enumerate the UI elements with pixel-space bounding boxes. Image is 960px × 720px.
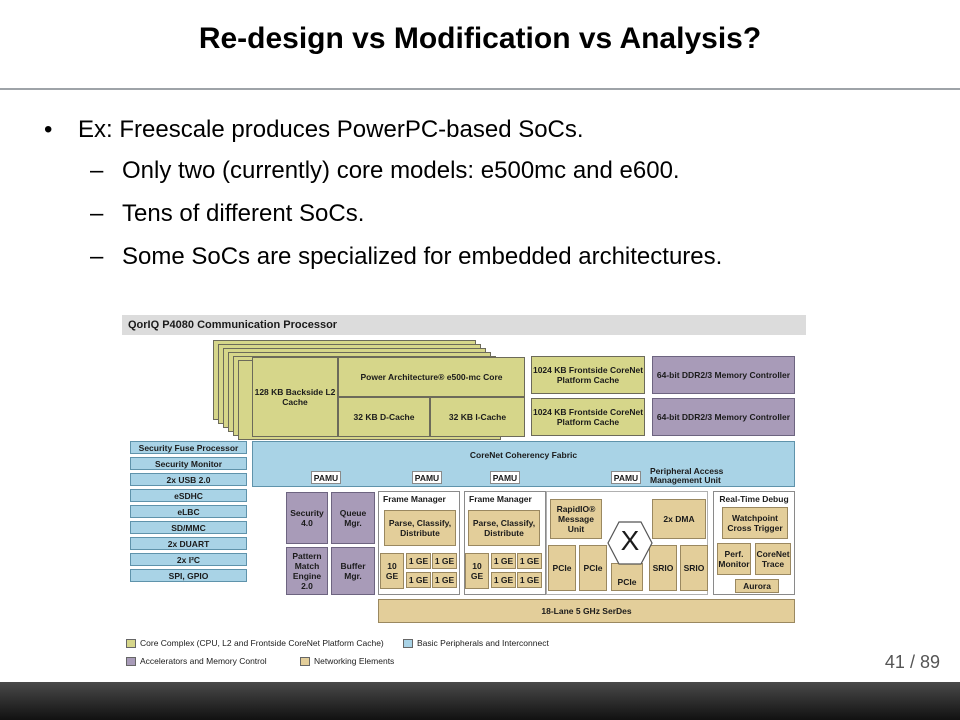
legend-label: Accelerators and Memory Control [140,656,267,666]
pcie-1: PCIe [548,545,576,591]
pamu-box: PAMU [490,471,520,484]
peripheral-item: Security Fuse Processor [130,441,247,454]
ten-ge-1: 10 GE [380,553,404,589]
pattern-match-engine: Pattern Match Engine 2.0 [286,547,328,595]
sub-bullet-3: Some SoCs are specialized for embedded a… [122,243,723,270]
peripheral-item: 2x DUART [130,537,247,550]
parse-classify-2: Parse, Classify, Distribute [468,510,540,546]
peripheral-item: eSDHC [130,489,247,502]
e500mc-core: Power Architecture® e500-mc Core [338,357,525,397]
dash-marker: – [90,200,104,227]
one-ge: 1 GE [432,553,457,569]
parse-classify-1: Parse, Classify, Distribute [384,510,456,546]
memory-controller-1: 64-bit DDR2/3 Memory Controller [652,356,795,394]
corenet-trace: CoreNet Trace [755,543,791,575]
page-current: 41 [884,652,905,672]
memory-controller-2: 64-bit DDR2/3 Memory Controller [652,398,795,436]
peripheral-item: Security Monitor [130,457,247,470]
slide-title: Re-design vs Modification vs Analysis? [198,22,762,55]
bullet-dot: • [44,116,53,143]
one-ge: 1 GE [517,572,542,588]
main-bullet: Ex: Freescale produces PowerPC-based SoC… [78,116,584,143]
legend-swatch [126,639,136,648]
legend-swatch [403,639,413,648]
peripheral-item: 2x USB 2.0 [130,473,247,486]
block-diagram: QorIQ P4080 Communication Processor 128 … [118,313,808,680]
legend-swatch [126,657,136,666]
legend-swatch [300,657,310,666]
pamu-box: PAMU [311,471,341,484]
sub-bullet-1: Only two (currently) core models: e500mc… [122,157,680,184]
one-ge: 1 GE [406,572,431,588]
platform-cache-2: 1024 KB Frontside CoreNet Platform Cache [531,398,645,436]
pamu-box: PAMU [412,471,442,484]
i-cache: 32 KB I-Cache [430,397,525,437]
legend-label: Basic Peripherals and Interconnect [417,638,549,648]
aurora: Aurora [735,579,779,593]
page-number: 41 / 89 [885,652,940,673]
one-ge: 1 GE [491,553,516,569]
page-total: 89 [919,652,940,672]
rapidio-message-unit: RapidIO® Message Unit [550,499,602,539]
queue-manager: Queue Mgr. [331,492,375,544]
crossbar-hexagon [607,521,653,565]
page-separator: / [909,652,915,672]
one-ge: 1 GE [517,553,542,569]
peripheral-item: SD/MMC [130,521,247,534]
dash-marker: – [90,243,104,270]
srio-2: SRIO [680,545,708,591]
l2-cache: 128 KB Backside L2 Cache [252,357,338,437]
dma-engine: 2x DMA [652,499,706,539]
pcie-3: PCIe [611,563,643,591]
pcie-2: PCIe [579,545,607,591]
security-engine: Security 4.0 [286,492,328,544]
crossbar-icon: X [620,525,640,556]
peripheral-item: eLBC [130,505,247,518]
perf-monitor: Perf. Monitor [717,543,751,575]
one-ge: 1 GE [491,572,516,588]
peripheral-access-label: Peripheral Access Management Unit [650,466,724,485]
srio-1: SRIO [649,545,677,591]
legend-label: Core Complex (CPU, L2 and Frontside Core… [140,638,384,648]
corenet-fabric: CoreNet Coherency Fabric [252,441,795,487]
dash-marker: – [90,157,104,184]
d-cache: 32 KB D-Cache [338,397,430,437]
ten-ge-2: 10 GE [465,553,489,589]
bullet-list: • Ex: Freescale produces PowerPC-based S… [0,0,960,300]
pamu-box: PAMU [611,471,641,484]
title-divider [0,88,960,90]
buffer-manager: Buffer Mgr. [331,547,375,595]
one-ge: 1 GE [432,572,457,588]
platform-cache-1: 1024 KB Frontside CoreNet Platform Cache [531,356,645,394]
one-ge: 1 GE [406,553,431,569]
footer-bar [0,682,960,720]
legend-label: Networking Elements [314,656,395,666]
serdes-lane: 18-Lane 5 GHz SerDes [378,599,795,623]
sub-bullet-2: Tens of different SoCs. [122,200,365,227]
diagram-header: QorIQ P4080 Communication Processor [122,315,806,335]
watchpoint-cross-trigger: Watchpoint Cross Trigger [722,507,788,539]
peripheral-item: SPI, GPIO [130,569,247,582]
peripheral-item: 2x I²C [130,553,247,566]
